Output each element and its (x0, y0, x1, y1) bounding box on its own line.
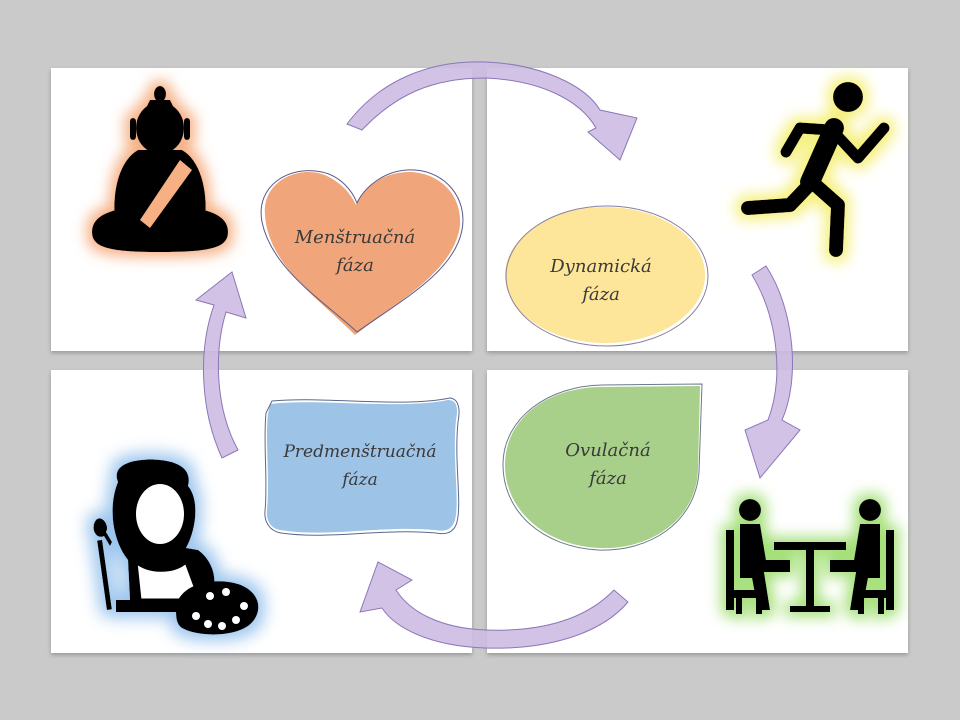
oval-fill (505, 207, 705, 343)
leaf-outline (502, 383, 703, 551)
arrow-top-icon (346, 61, 638, 161)
arrow-right-icon (744, 265, 801, 480)
dynamic-line2: fáza (582, 284, 620, 305)
oval-outline (505, 205, 709, 347)
arrow-left-icon (194, 271, 247, 459)
painter-woman-icon (93, 459, 259, 635)
dynamic-phase-label: Dynamická fáza (526, 253, 676, 309)
arrow-bottom-icon (359, 561, 629, 649)
two-people-at-table-icon (726, 499, 894, 614)
buddha-sash (140, 160, 192, 228)
wavy-rect-fill (266, 400, 458, 533)
premenstrual-line2: fáza (342, 470, 378, 490)
meditating-buddha-icon (92, 86, 228, 252)
leaf-fill (505, 386, 700, 549)
menstrual-line2: fáza (336, 255, 374, 276)
premenstrual-phase-label: Predmenštruačná fáza (265, 438, 455, 494)
ovulation-line1: Ovulačná (565, 440, 651, 461)
dynamic-line1: Dynamická (550, 256, 652, 277)
ovulation-line2: fáza (589, 468, 627, 489)
running-person-icon (741, 82, 890, 257)
wavy-rect-shape (264, 397, 460, 536)
menstrual-phase-label: Menštruačná fáza (290, 224, 420, 280)
heart-shape (260, 169, 464, 335)
ovulation-phase-label: Ovulačná fáza (533, 437, 683, 493)
oval-shape (505, 205, 709, 347)
heart-outline (260, 169, 464, 333)
wavy-rect-outline (264, 397, 460, 536)
menstrual-line1: Menštruačná (294, 227, 416, 248)
leaf-shape (502, 383, 703, 551)
premenstrual-line1: Predmenštruačná (283, 442, 437, 462)
